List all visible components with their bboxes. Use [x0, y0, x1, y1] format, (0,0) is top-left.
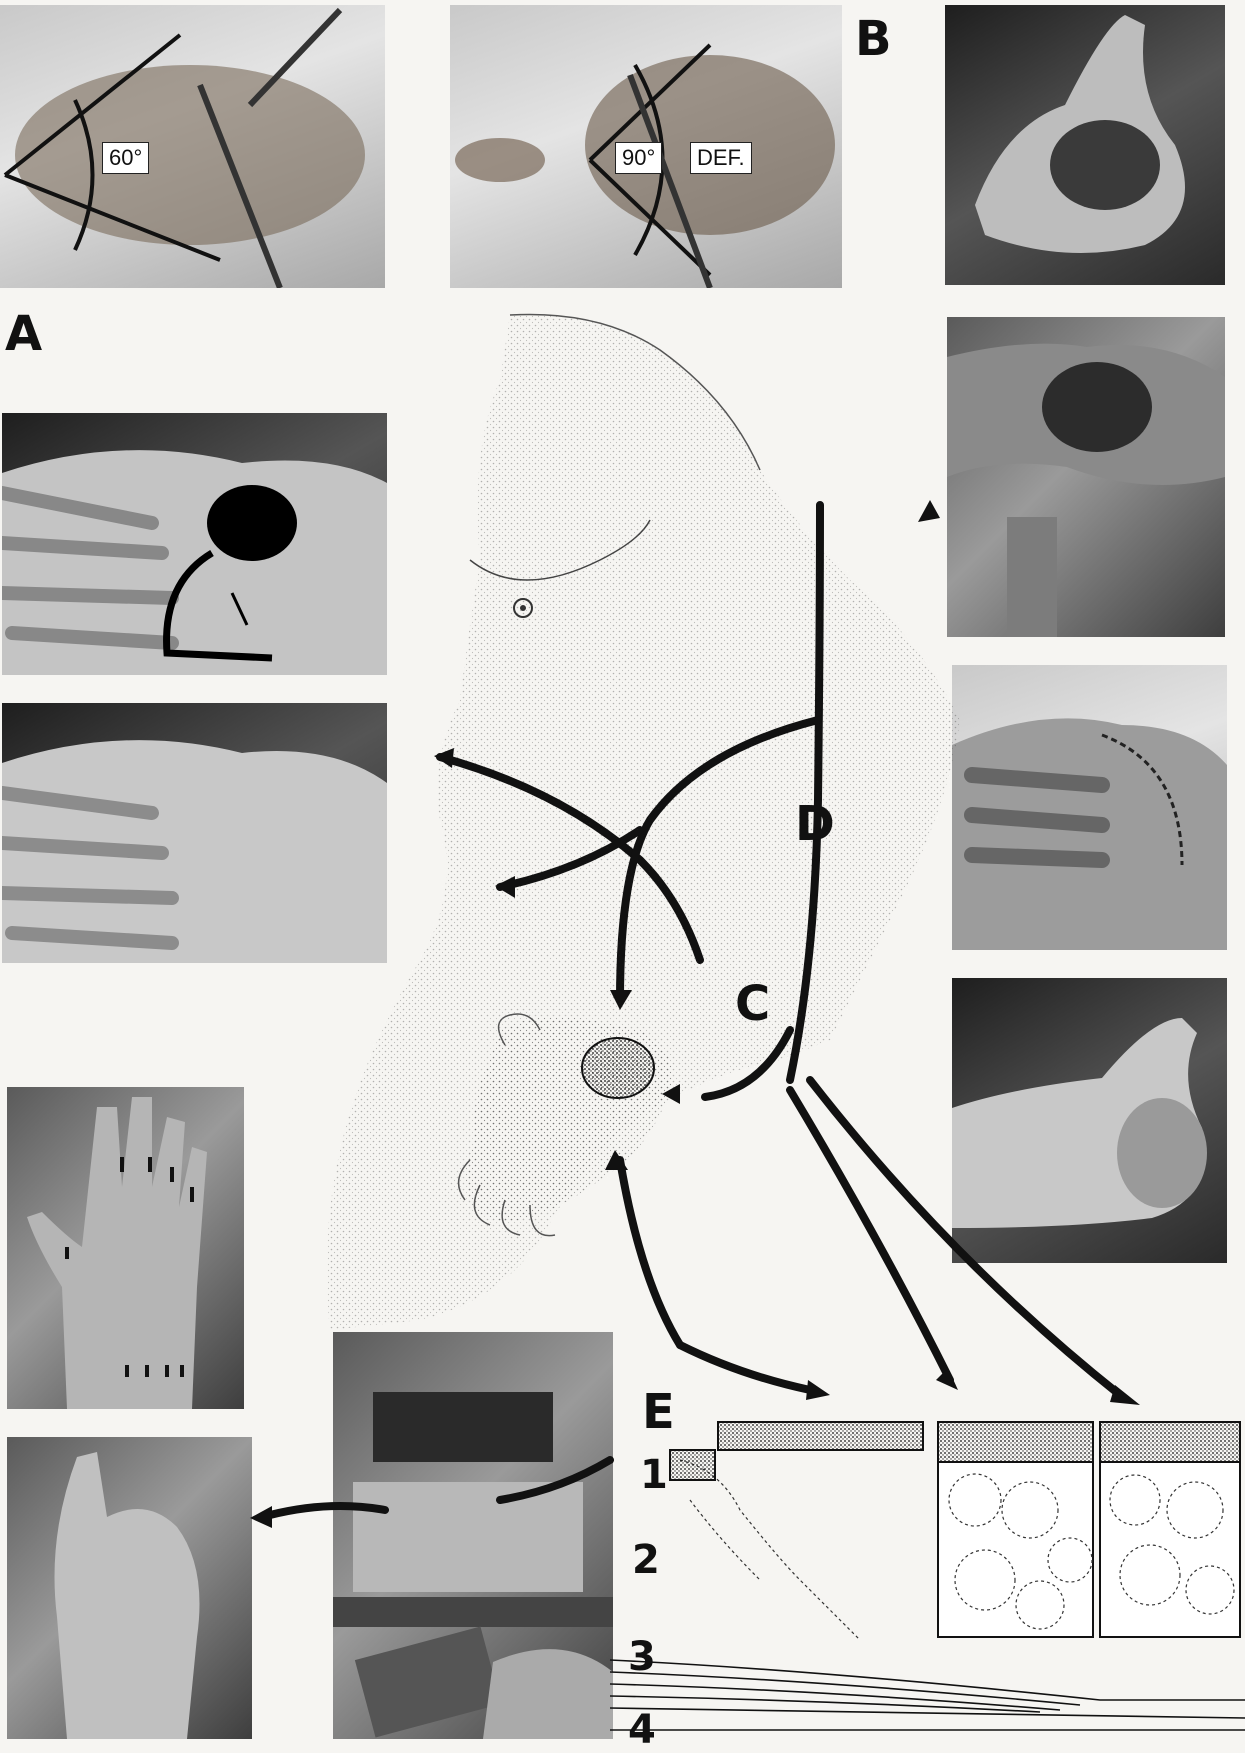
flow-line-e-right — [676, 1341, 814, 1394]
palm-wound-drawing — [975, 15, 1185, 253]
photo-flap-attached-hand — [947, 317, 1225, 637]
photo-palm-healed — [952, 978, 1227, 1263]
photo-hand-defect-outline — [2, 413, 387, 675]
layer-number-3: 3 — [628, 1634, 656, 1680]
label-c: C — [735, 976, 771, 1032]
flow-line-c-down — [786, 1086, 954, 1384]
flow-line-d-vertical — [786, 501, 824, 1084]
layer-number-4: 4 — [628, 1707, 656, 1753]
flow-line-lower-left — [496, 826, 644, 891]
label-a: A — [5, 306, 43, 362]
photo-hand-side-view — [7, 1437, 252, 1739]
photo-hand-fingers-arrows — [7, 1087, 244, 1409]
angle-60-label: 60° — [102, 142, 150, 174]
label-d: D — [795, 796, 835, 852]
hand-side-drawing — [54, 1452, 200, 1739]
photo-dermatome-instrument — [333, 1332, 613, 1739]
flow-line-c-graft — [701, 1026, 794, 1101]
photo-hand-sutured-flap — [952, 665, 1227, 950]
layer-number-2: 2 — [632, 1537, 660, 1583]
flow-line-d-branch — [616, 716, 822, 1004]
angle-90-label: 90° — [615, 142, 663, 174]
sutured-flap-drawing — [952, 718, 1227, 950]
photo-hand-healed-dorsum — [2, 703, 387, 963]
fingers-arrows-drawing — [27, 1097, 207, 1409]
skin-layer-diagram — [609, 1421, 1245, 1731]
photo-flap-60-degree: 60° — [0, 5, 385, 288]
def-label: DEF. — [690, 142, 752, 174]
flap-drawing-60 — [3, 7, 365, 288]
label-e: E — [642, 1384, 675, 1440]
flap-attached-drawing — [947, 343, 1225, 637]
hand-healed-drawing — [2, 740, 387, 963]
flow-line-e-up — [616, 1156, 684, 1349]
photo-flap-90-degree: 90° DEF. — [450, 5, 842, 288]
torso-arm-sketch — [326, 313, 961, 1330]
palm-healed-drawing — [952, 1018, 1207, 1228]
dermatome-drawing — [333, 1392, 613, 1739]
flow-line-upper-left — [436, 753, 704, 964]
hand-defect-drawing — [2, 450, 387, 675]
layer-number-1: 1 — [640, 1452, 668, 1498]
label-b: B — [855, 11, 892, 67]
photo-palm-wound — [945, 5, 1225, 285]
